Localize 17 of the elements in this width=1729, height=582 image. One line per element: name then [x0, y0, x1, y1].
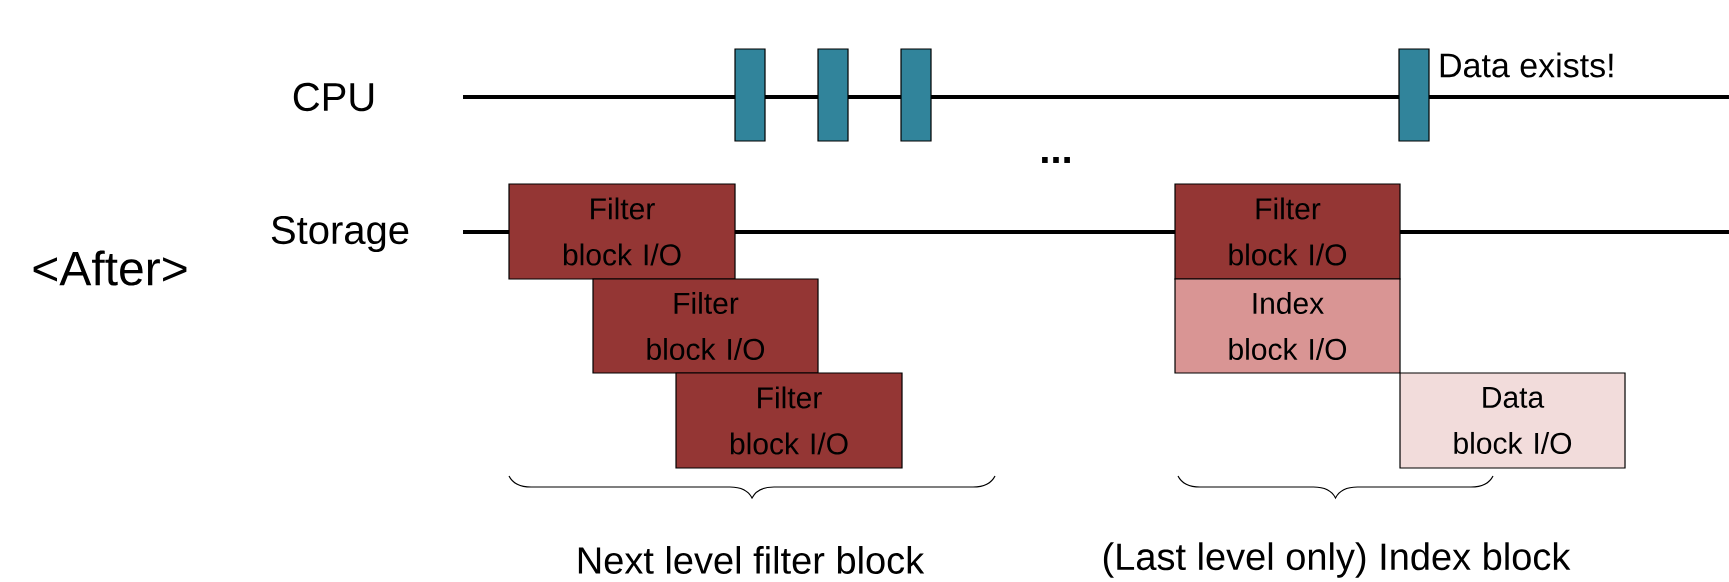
text-label: CPU — [293, 82, 374, 112]
ellipsis: ... — [1042, 157, 1070, 163]
io-block: Filter block I/O — [592, 278, 819, 374]
brace-label: (Last level only) Index block — [1103, 542, 1571, 578]
io-block: Filter block I/O — [1174, 183, 1401, 280]
cpu-bar — [900, 48, 932, 142]
cpu-bar — [734, 48, 766, 142]
io-block: Filter block I/O — [675, 372, 903, 469]
cpu-bar — [817, 48, 849, 142]
cpu-bar — [1398, 48, 1430, 142]
text-label: Storage — [271, 215, 409, 253]
text-label: <After> — [33, 250, 187, 286]
brace-label: Next level filter block — [578, 546, 925, 574]
io-block: Index block I/O — [1174, 278, 1401, 374]
io-block: Filter block I/O — [508, 183, 736, 280]
note-text: Data exists! — [1440, 52, 1613, 78]
io-block: Data block I/O — [1399, 372, 1626, 469]
